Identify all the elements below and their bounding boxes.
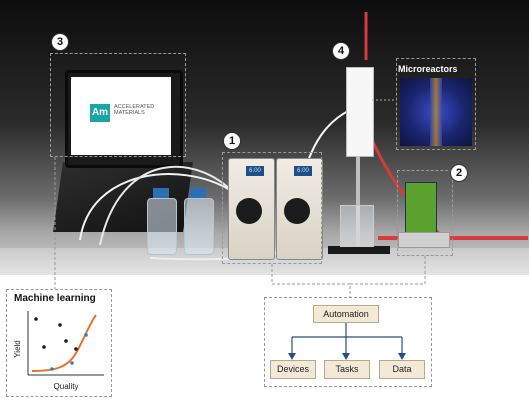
ml-ylabel: Yield [13, 340, 22, 358]
pump-2-head [284, 198, 310, 224]
inset-connector [372, 99, 396, 101]
pump-2-display: 6.00 [294, 166, 312, 176]
data-point [64, 339, 68, 343]
reagent-bottle-2 [184, 198, 214, 255]
beaker [340, 205, 374, 247]
machine-learning-panel [6, 289, 112, 397]
data-point [58, 323, 62, 327]
red-tubing [378, 236, 528, 240]
badge-1: 1 [224, 133, 240, 149]
devices-node: Devices [270, 360, 316, 379]
data-point [34, 317, 38, 321]
pumps-dashed-box [222, 152, 322, 264]
reactor-stand [356, 155, 360, 250]
detector-base [398, 232, 450, 248]
detector-dashed-box [397, 170, 453, 256]
tube-2 [99, 165, 241, 246]
stand-base [328, 246, 390, 254]
automation-arrows [288, 323, 406, 360]
machine-learning-title: Machine learning [14, 293, 96, 304]
data-point [42, 345, 46, 349]
badge-4: 4 [333, 43, 349, 59]
am-logo-text: ACCELERATED MATERIALS [114, 104, 155, 116]
fit-point [84, 333, 88, 337]
laptop-dashed-box [50, 53, 186, 157]
microreactor-channel [430, 78, 442, 146]
badge-2: 2 [451, 165, 467, 181]
bottle-cap-1 [153, 188, 169, 198]
pump-1-head [236, 198, 262, 224]
pump-1-display: 6.00 [246, 166, 264, 176]
tasks-node: Tasks [324, 360, 370, 379]
automation-node: Automation [313, 305, 379, 323]
microreactor-chip [346, 67, 374, 157]
fit-point [50, 367, 54, 371]
reagent-bottle-1 [147, 198, 177, 255]
ml-xlabel: Quality [54, 382, 79, 391]
laptop-display [71, 77, 171, 155]
data-node: Data [379, 360, 425, 379]
data-point [74, 347, 78, 351]
badge-3: 3 [52, 34, 68, 50]
microreactors-inset-box [396, 58, 476, 150]
am-logo: Am [90, 104, 110, 122]
ml-plot: Yield Quality [13, 311, 104, 391]
bottle-cap-2 [190, 188, 206, 198]
fit-curve [31, 314, 97, 372]
fit-point [70, 361, 74, 365]
microreactors-label: Microreactors [398, 64, 458, 74]
